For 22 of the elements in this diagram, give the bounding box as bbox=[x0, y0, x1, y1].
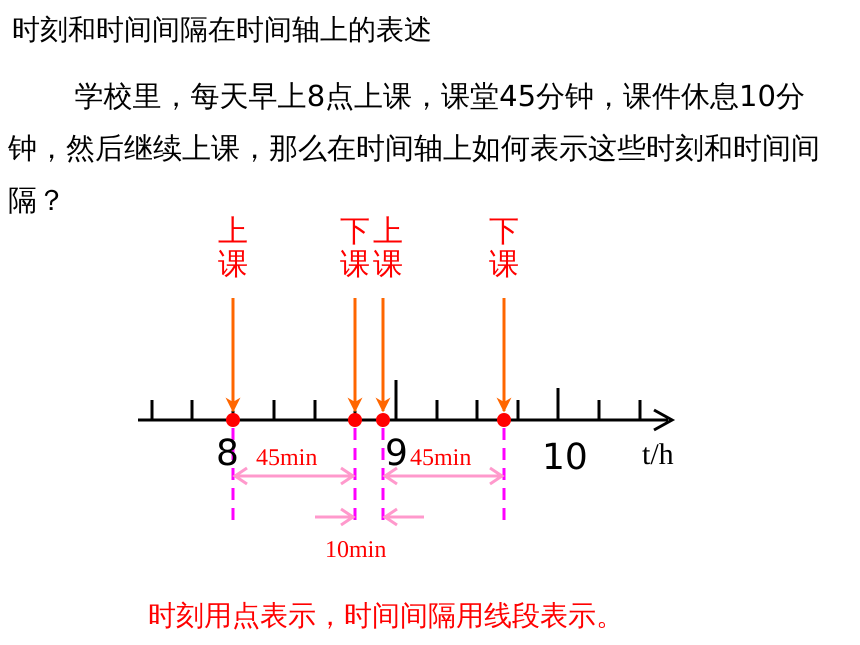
paragraph: 学校里，每天早上8点上课，课堂45分钟，课件休息10分钟，然后继续上课，那么在时间轴上如何表示这些时刻和时间间隔？ bbox=[8, 78, 820, 217]
title: 时刻和时间间隔在时间轴上的表述 bbox=[12, 16, 432, 44]
time-point bbox=[497, 413, 511, 427]
time-point bbox=[376, 413, 390, 427]
interval-label: 45min bbox=[256, 446, 318, 470]
note: 时刻用点表示，时间间隔用线段表示。 bbox=[148, 602, 624, 630]
arrow bbox=[496, 298, 512, 412]
event-label: 上课 bbox=[218, 215, 248, 281]
event-label: 上课 bbox=[373, 215, 403, 281]
event-label: 下课 bbox=[340, 215, 370, 281]
event-label: 下课 bbox=[489, 215, 519, 281]
tick-label: 9 bbox=[385, 436, 408, 472]
axis-label: t/h bbox=[642, 440, 674, 470]
time-point bbox=[348, 413, 362, 427]
interval-label: 45min bbox=[410, 446, 472, 470]
arrow bbox=[226, 298, 240, 412]
tick-label: 10 bbox=[542, 440, 588, 476]
arrow bbox=[376, 298, 390, 412]
time-point bbox=[226, 413, 240, 427]
interval-label: 10min bbox=[325, 538, 386, 562]
tick-label: 8 bbox=[216, 436, 239, 472]
arrow bbox=[348, 298, 362, 412]
